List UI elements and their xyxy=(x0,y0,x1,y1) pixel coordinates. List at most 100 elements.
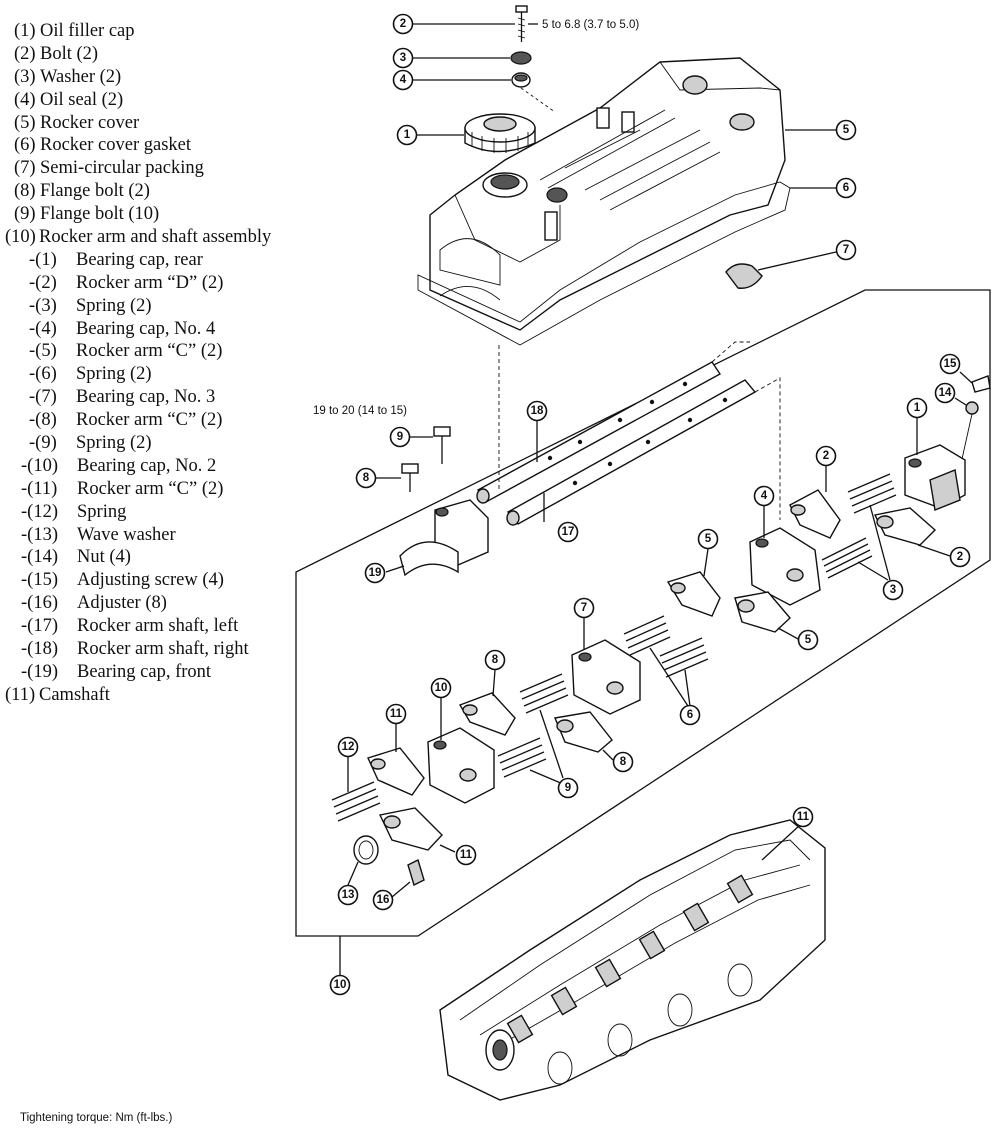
legend-item: (11)Camshaft xyxy=(0,684,340,707)
springs-6-part xyxy=(623,615,709,678)
legend-item: -(6) Spring (2) xyxy=(0,363,340,386)
rocker-cover-gasket-part xyxy=(417,181,791,346)
legend-item-label: Spring xyxy=(77,501,127,522)
legend-item: -(14)Nut (4) xyxy=(0,546,340,569)
legend-item-number: -(6) xyxy=(29,364,57,385)
callout-cap-3: 7 xyxy=(573,597,595,619)
legend-item-number: -(11) xyxy=(21,478,58,499)
legend-item: (4)Oil seal (2) xyxy=(0,89,340,112)
legend-item-number: (6) xyxy=(14,135,36,156)
svg-text:8: 8 xyxy=(492,654,499,666)
torque-unit-note: Tightening torque: Nm (ft-lbs.) xyxy=(20,1112,173,1124)
legend-item-label: Spring (2) xyxy=(76,364,152,385)
legend-item: -(11) Rocker arm “C” (2) xyxy=(0,478,340,501)
callout-cap-2: 10 xyxy=(430,677,452,699)
svg-text:2: 2 xyxy=(957,551,963,563)
svg-text:11: 11 xyxy=(390,708,403,720)
legend-item: (2)Bolt (2) xyxy=(0,43,340,66)
legend-item-label: Flange bolt (10) xyxy=(40,204,160,225)
springs-9-part xyxy=(497,673,569,778)
legend-item-number: (7) xyxy=(14,158,36,179)
torque-spec-bolt: 5 to 6.8 (3.7 to 5.0) xyxy=(542,19,639,31)
svg-text:8: 8 xyxy=(620,756,627,768)
bearing-cap-rear-part xyxy=(904,444,966,511)
svg-text:9: 9 xyxy=(565,782,571,794)
callout-oil-seal: 4 xyxy=(392,69,414,91)
rocker-arm-c5-lower-part xyxy=(734,591,791,633)
washer-part xyxy=(510,51,532,65)
legend-item-number: -(8) xyxy=(29,410,57,431)
legend-item: -(4)Bearing cap, No. 4 xyxy=(0,318,340,341)
svg-text:17: 17 xyxy=(562,526,575,538)
wave-washer-part xyxy=(353,835,379,865)
callout-arm-c5-lower: 5 xyxy=(797,629,819,651)
callout-camshaft: 11 xyxy=(792,806,814,828)
legend-item-number: -(13) xyxy=(21,524,58,545)
legend-item-label: Rocker arm shaft, right xyxy=(77,639,249,660)
callout-rear-cap: 1 xyxy=(906,397,928,419)
rocker-arm-c11-part xyxy=(367,747,425,796)
legend-item: -(3)Spring (2) xyxy=(0,295,340,318)
springs-3-part xyxy=(821,473,897,579)
svg-text:15: 15 xyxy=(944,358,957,370)
legend-item-number: -(12) xyxy=(21,501,58,522)
svg-text:8: 8 xyxy=(363,472,370,484)
svg-text:2: 2 xyxy=(400,18,406,30)
callout-spring-12: 12 xyxy=(337,736,359,758)
svg-text:11: 11 xyxy=(460,849,473,861)
rocker-shaft-right-part xyxy=(476,361,722,504)
legend-item: (8)Flange bolt (2) xyxy=(0,180,340,203)
svg-text:3: 3 xyxy=(400,52,406,64)
callout-packing: 7 xyxy=(835,239,857,261)
legend-item: (3)Washer (2) xyxy=(0,66,340,89)
callout-arm-c8-lower: 8 xyxy=(612,751,634,773)
legend-item-label: Rocker arm “D” (2) xyxy=(76,272,224,293)
torque-spec-flange-bolt: 19 to 20 (14 to 15) xyxy=(313,405,407,417)
callout-flange-bolt-2: 8 xyxy=(355,467,377,489)
callout-adjusting-screw: 15 xyxy=(939,353,961,375)
legend-item-label: Semi-circular packing xyxy=(40,158,204,179)
callout-wave-washer: 13 xyxy=(337,884,359,906)
legend-item-label: Rocker arm “C” (2) xyxy=(76,341,223,362)
legend-item: -(17)Rocker arm shaft, left xyxy=(0,615,340,638)
legend-item: -(18)Rocker arm shaft, right xyxy=(0,638,340,661)
cylinder-head-camshaft-part xyxy=(439,819,826,1101)
legend-item-number: -(7) xyxy=(29,387,57,408)
bearing-cap-no4-part xyxy=(749,527,821,606)
svg-text:13: 13 xyxy=(342,889,355,901)
svg-text:9: 9 xyxy=(397,431,403,443)
nut-part xyxy=(965,401,979,415)
legend-item-label: Wave washer xyxy=(77,524,176,545)
svg-text:5: 5 xyxy=(843,124,850,136)
legend-item-number: -(4) xyxy=(29,318,57,339)
legend-item-label: Rocker arm “C” (2) xyxy=(77,478,224,499)
rocker-arm-d-lower-part xyxy=(873,507,937,546)
legend-item-label: Oil filler cap xyxy=(40,21,135,41)
rocker-arm-c11-lower-part xyxy=(378,807,443,851)
oil-filler-cap-part xyxy=(464,113,536,153)
callout-assembly: 10 xyxy=(329,974,351,996)
callout-flange-bolt-10: 9 xyxy=(389,426,411,448)
legend-item-label: Oil seal (2) xyxy=(40,89,124,110)
callout-nut: 14 xyxy=(934,382,956,404)
svg-text:11: 11 xyxy=(797,811,810,823)
callout-arm-c8-top: 8 xyxy=(484,649,506,671)
callout-arm-c11-top: 11 xyxy=(385,703,407,725)
legend-item: (7)Semi-circular packing xyxy=(0,157,340,180)
legend-item-number: -(10) xyxy=(21,455,58,476)
bearing-cap-no2-part xyxy=(427,727,495,804)
legend-item-number: (3) xyxy=(14,66,36,87)
svg-text:10: 10 xyxy=(334,979,347,991)
legend-item-label: Bearing cap, rear xyxy=(76,249,203,270)
legend-item-number: -(5) xyxy=(29,341,57,362)
legend-item-label: Rocker cover gasket xyxy=(40,135,192,156)
legend-item: -(1)Bearing cap, rear xyxy=(0,249,340,272)
legend-item: -(8)Rocker arm “C” (2) xyxy=(0,409,340,432)
callout-gasket: 6 xyxy=(835,177,857,199)
legend-item-number: -(17) xyxy=(21,616,58,637)
callout-shaft-right: 18 xyxy=(526,400,548,422)
legend-item-number: -(19) xyxy=(21,661,58,682)
legend-item-number: -(14) xyxy=(21,547,58,568)
assembly-outline xyxy=(295,289,991,937)
